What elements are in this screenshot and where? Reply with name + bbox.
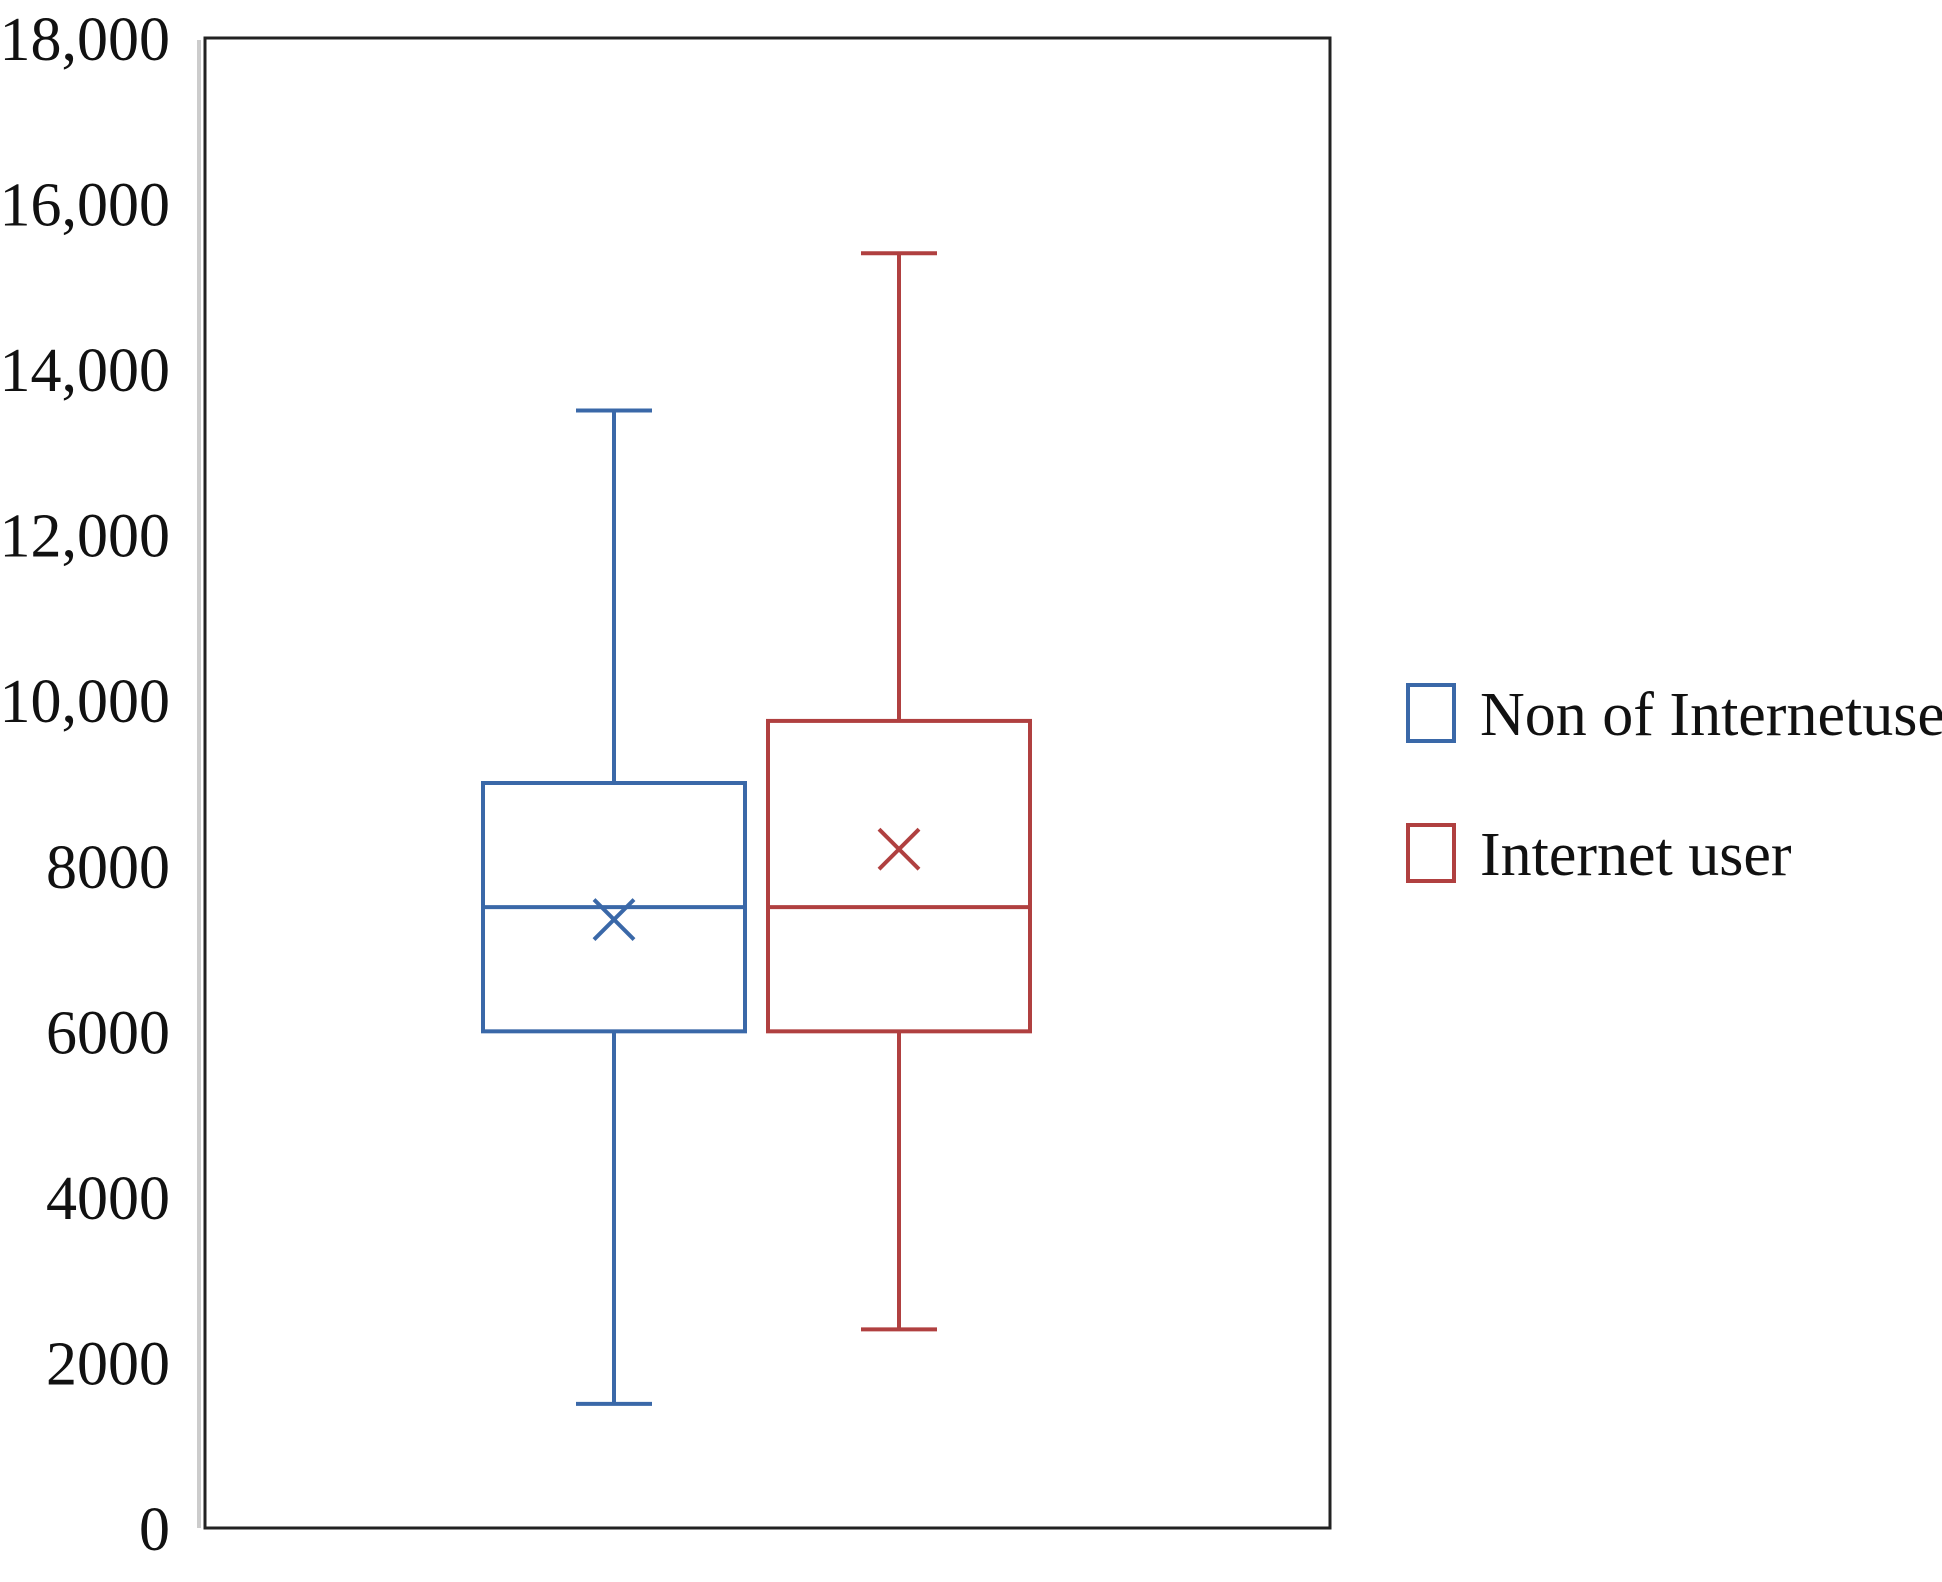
y-tick-label: 4000	[46, 1165, 170, 1233]
mean-marker-stroke-b	[592, 898, 636, 941]
axis-area	[197, 36, 1332, 1530]
y-tick-label: 12,000	[0, 503, 170, 571]
y-tick-label: 2000	[46, 1330, 170, 1398]
legend-label: Non of Internetuser	[1480, 681, 1942, 749]
legend-swatch	[1406, 683, 1456, 743]
box-series-2	[766, 251, 1032, 1332]
y-tick-label: 6000	[46, 999, 170, 1067]
y-tick-label: 0	[139, 1496, 170, 1564]
y-tick-label: 10,000	[0, 668, 170, 736]
box-series-1	[481, 408, 747, 1406]
y-tick-label: 8000	[46, 834, 170, 902]
y-tick-label: 16,000	[0, 172, 170, 240]
interquartile-box	[766, 718, 1032, 1034]
legend-swatch	[1406, 823, 1456, 883]
y-axis-ticks: 0 2000 4000 6000 8000 10,000 12,000 14,000 16,00…	[0, 6, 170, 1564]
y-tick-label: 14,000	[0, 337, 170, 405]
mean-marker-stroke-b	[877, 827, 921, 871]
plot-area-frame	[203, 36, 1332, 1530]
box-series-group	[481, 251, 1032, 1406]
legend-label: Internet user	[1480, 821, 1792, 889]
y-tick-label: 18,000	[0, 6, 170, 74]
